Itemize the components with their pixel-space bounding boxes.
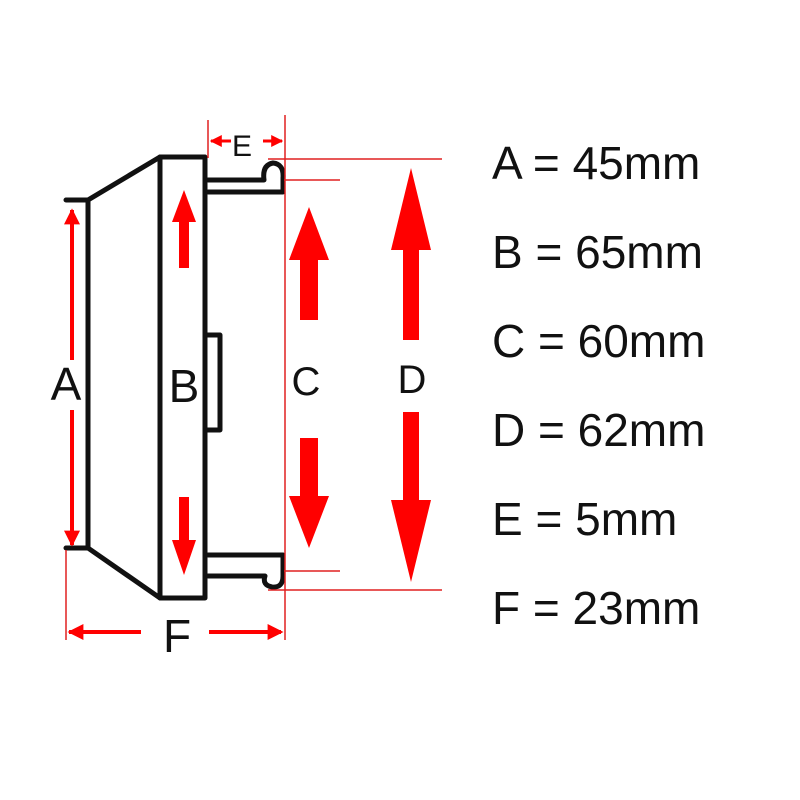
legend-item-f: F = 23mm: [492, 582, 701, 634]
cap-center-tab: [202, 332, 223, 433]
dimension-d-arrow-up: [391, 168, 431, 340]
dimension-c-arrow-down: [289, 438, 329, 548]
legend-item-d: D = 62mm: [492, 404, 706, 456]
cap-body: [157, 154, 208, 601]
label-d: D: [398, 358, 427, 402]
cap-outline: [63, 154, 286, 601]
label-c: C: [292, 360, 321, 404]
cap-front-face: [63, 197, 91, 551]
dimension-b-arrow-down: [172, 497, 196, 575]
legend-item-a: A = 45mm: [492, 137, 701, 189]
top-clip: [205, 160, 286, 195]
dimension-b-arrow-up: [172, 190, 196, 268]
label-b: B: [169, 360, 200, 412]
dimension-c-arrow-up: [289, 207, 329, 320]
dimension-legend: A = 45mm B = 65mm C = 60mm D = 62mm E = …: [492, 132, 792, 666]
dimension-b-arrows: [172, 190, 196, 575]
cap-bottom-slope: [85, 545, 163, 601]
guide-lines: [65, 115, 442, 640]
dimension-d-arrows: [391, 168, 431, 582]
label-f: F: [163, 610, 191, 662]
dimension-c-arrows: [289, 207, 329, 548]
bottom-clip: [205, 552, 286, 590]
label-e: E: [232, 130, 252, 163]
dimension-d-arrow-down: [391, 412, 431, 582]
label-a: A: [51, 358, 82, 410]
legend-item-e: E = 5mm: [492, 493, 678, 545]
cap-top-slope: [85, 154, 163, 203]
legend-item-c: C = 60mm: [492, 315, 706, 367]
legend-item-b: B = 65mm: [492, 226, 703, 278]
